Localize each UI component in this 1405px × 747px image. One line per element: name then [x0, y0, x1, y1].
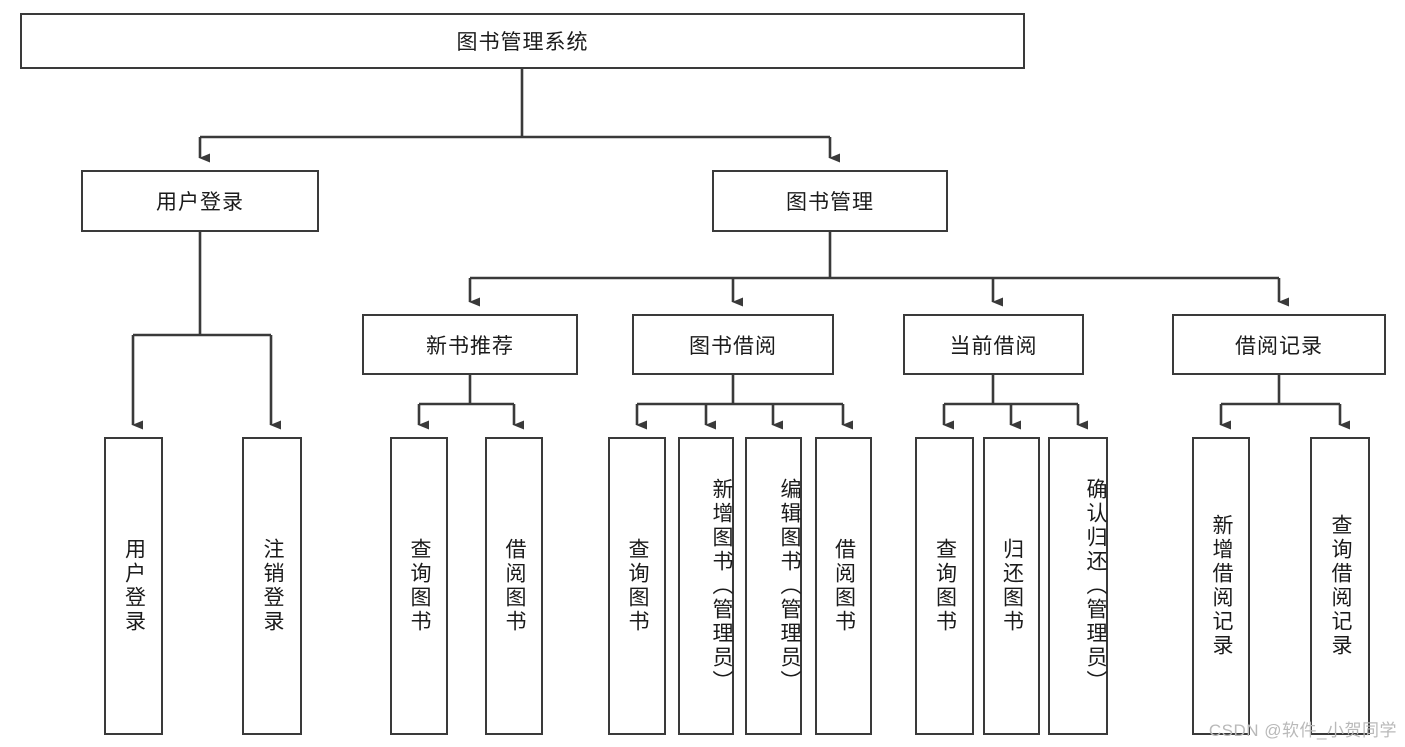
node-leaf-0[interactable]: 用户登录 — [104, 437, 163, 735]
node-leaf-4[interactable]: 查询图书 — [608, 437, 666, 735]
node-level2-1[interactable]: 图书管理 — [712, 170, 948, 232]
node-leaf-7[interactable]: 借阅图书 — [815, 437, 872, 735]
node-level3-3[interactable]: 借阅记录 — [1172, 314, 1386, 375]
node-level2-0[interactable]: 用户登录 — [81, 170, 319, 232]
node-leaf-3[interactable]: 借阅图书 — [485, 437, 543, 735]
csdn-watermark: CSDN @软件_小贺同学 — [1208, 721, 1397, 740]
node-leaf-12[interactable]: 查询借阅记录 — [1310, 437, 1370, 735]
node-level3-2[interactable]: 当前借阅 — [903, 314, 1084, 375]
node-leaf-11[interactable]: 新增借阅记录 — [1192, 437, 1250, 735]
node-level3-1[interactable]: 图书借阅 — [632, 314, 834, 375]
node-leaf-5[interactable]: 新增图书（管理员） — [678, 437, 734, 735]
node-leaf-10[interactable]: 确认归还（管理员） — [1048, 437, 1108, 735]
node-leaf-6[interactable]: 编辑图书（管理员） — [745, 437, 802, 735]
node-leaf-8[interactable]: 查询图书 — [915, 437, 974, 735]
node-root[interactable]: 图书管理系统 — [20, 13, 1025, 69]
node-leaf-9[interactable]: 归还图书 — [983, 437, 1040, 735]
node-leaf-2[interactable]: 查询图书 — [390, 437, 448, 735]
node-leaf-1[interactable]: 注销登录 — [242, 437, 302, 735]
node-level3-0[interactable]: 新书推荐 — [362, 314, 578, 375]
